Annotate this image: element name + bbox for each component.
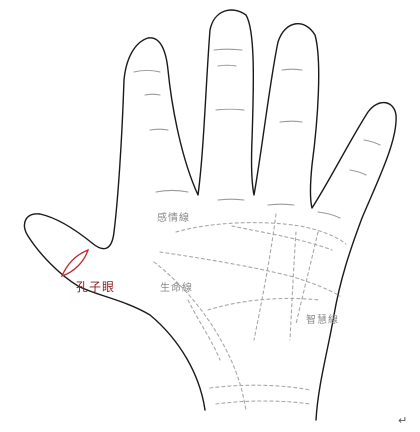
sun-line bbox=[290, 232, 296, 340]
hand-outline bbox=[24, 10, 396, 420]
pinky-crease-2 bbox=[350, 170, 366, 175]
index-crease-1 bbox=[134, 71, 160, 73]
ring-crease-1 bbox=[282, 69, 302, 70]
wisdom-line-label: 智慧線 bbox=[306, 311, 339, 326]
ring-crease-2 bbox=[280, 121, 302, 122]
index-crease-2 bbox=[145, 94, 160, 95]
life-line-label: 生命線 bbox=[160, 279, 193, 294]
fate-line bbox=[254, 214, 276, 340]
palm-crease-ring bbox=[268, 204, 294, 205]
heart-line-label: 感情線 bbox=[157, 209, 190, 224]
bracelet-line bbox=[210, 385, 310, 390]
palm-crease-pinky bbox=[318, 212, 340, 218]
palm-crease-index bbox=[156, 191, 188, 193]
pinky-crease-1 bbox=[364, 140, 380, 145]
middle-crease-3 bbox=[216, 109, 244, 110]
heart-line bbox=[176, 223, 346, 244]
middle-crease-2 bbox=[218, 65, 236, 66]
index-crease-3 bbox=[150, 129, 168, 130]
thumb-eye-mark bbox=[62, 250, 88, 276]
middle-crease-1 bbox=[214, 49, 242, 50]
palm-crease-middle bbox=[218, 199, 244, 200]
thumb-eye-label: 孔子眼 bbox=[76, 278, 115, 295]
minor-line-1 bbox=[208, 298, 320, 310]
return-mark-icon: ↵ bbox=[398, 414, 407, 427]
bracelet-line-2 bbox=[216, 401, 310, 404]
